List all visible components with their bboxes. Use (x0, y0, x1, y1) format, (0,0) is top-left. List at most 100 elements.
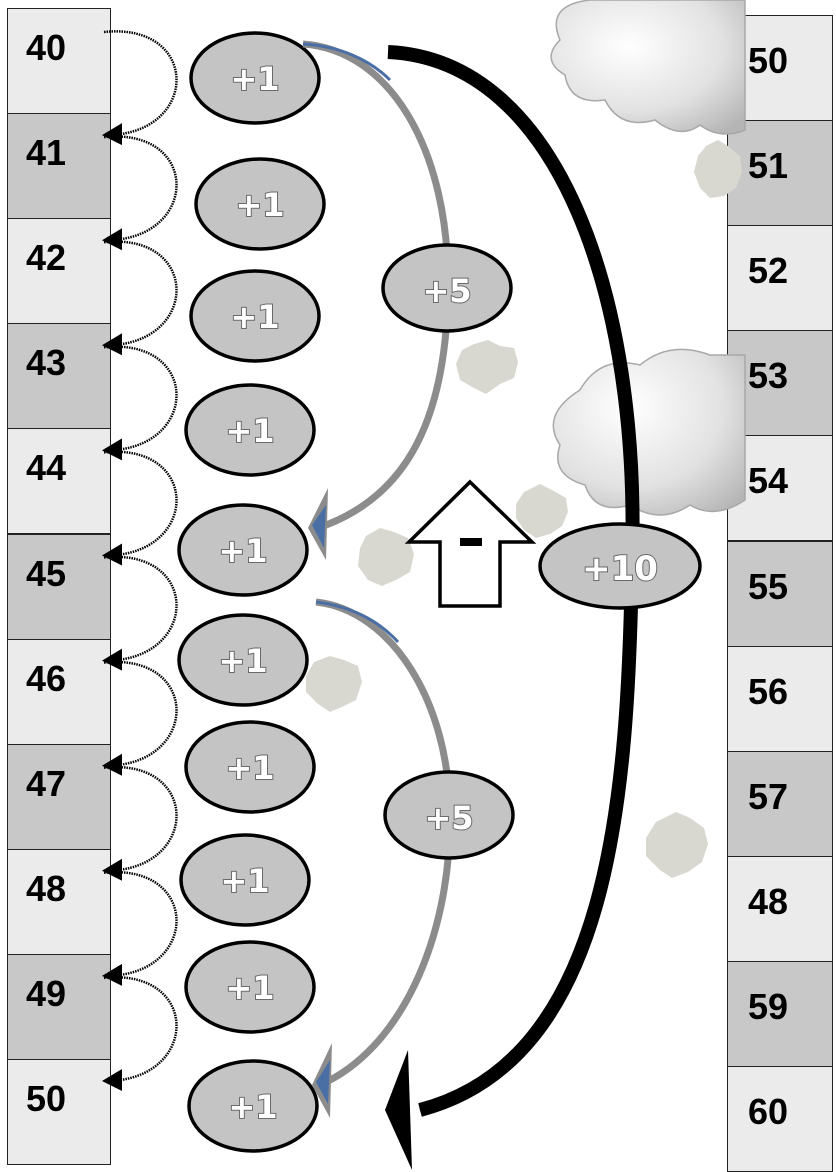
plus-one-oval: +1 (177, 613, 309, 707)
plus-one-arc (103, 660, 178, 767)
plus-one-label: +1 (225, 749, 274, 787)
plus-one-arrowhead (102, 753, 122, 776)
plus-one-arc (103, 976, 178, 1083)
plus-one-arrowhead (102, 333, 122, 356)
blob (694, 140, 742, 198)
right-number-number: 51 (748, 145, 789, 187)
right-number-number: 60 (748, 1091, 789, 1132)
left-number-number: 46 (26, 657, 67, 699)
left-number-number: 44 (26, 447, 67, 489)
right-number-number: 54 (748, 460, 789, 502)
plus-ten-arrowhead (385, 1050, 412, 1170)
right-number-number: 48 (748, 880, 789, 922)
left-number-cell: 49 (7, 953, 111, 1060)
blob (456, 340, 518, 394)
plus-five-oval-lower: +5 (383, 770, 515, 860)
left-number-number: 42 (26, 237, 67, 279)
plus-one-label: +1 (220, 862, 269, 900)
plus-one-arc (103, 240, 178, 347)
plus-one-arc (103, 135, 178, 242)
plus-one-label: +1 (235, 186, 284, 224)
right-number-cell: 55 (727, 540, 833, 647)
plus-ten-oval: +10 (538, 522, 702, 610)
blob (358, 528, 414, 586)
plus-ten-label: +10 (582, 549, 658, 589)
plus-five-arrowhead-upper-tint (312, 505, 326, 548)
left-number-number: 48 (26, 867, 67, 909)
plus-one-oval: +1 (189, 31, 321, 125)
plus-one-oval: +1 (179, 833, 311, 927)
plus-one-arc (103, 450, 178, 557)
left-number-number: 47 (26, 762, 67, 804)
right-number-cell: 56 (727, 645, 833, 752)
left-number-number: 40 (26, 27, 67, 68)
plus-one-oval: +1 (187, 1059, 319, 1153)
right-number-cell: 52 (727, 225, 833, 332)
plus-one-arrowhead (102, 1069, 122, 1091)
blob (516, 484, 568, 538)
plus-one-oval: +1 (184, 940, 316, 1034)
left-number-cell: 40 (7, 8, 111, 115)
plus-one-oval: +1 (194, 157, 326, 251)
left-number-cell: 42 (7, 218, 111, 325)
plus-one-oval-shape (189, 269, 321, 363)
plus-one-arrowhead (102, 648, 122, 671)
up-arrow-icon (404, 479, 537, 608)
right-number-cell: 59 (727, 960, 833, 1067)
left-number-column: 40 41 42 43 44 45 46 47 48 49 50 (7, 8, 111, 1166)
left-number-number: 45 (26, 552, 67, 594)
left-number-number: 49 (26, 972, 67, 1014)
cloud-middle (552, 348, 746, 516)
right-number-number: 50 (748, 40, 789, 81)
right-number-cell: 57 (727, 750, 833, 857)
plus-five-arc-upper-tint (302, 42, 392, 82)
plus-one-arrowhead (102, 228, 122, 251)
right-number-number: 59 (748, 985, 789, 1027)
plus-one-label: +1 (228, 1088, 277, 1126)
right-number-number: 53 (748, 355, 789, 397)
plus-one-arc (103, 30, 178, 137)
right-number-number: 52 (748, 250, 789, 292)
plus-one-arcs (102, 30, 178, 1091)
left-number-cell: 45 (7, 533, 111, 640)
plus-one-label: +1 (230, 298, 279, 336)
plus-one-label: +1 (225, 412, 274, 450)
right-number-number: 56 (748, 670, 789, 712)
plus-five-arc-lower-tint (315, 600, 400, 644)
right-number-cell: 60 (727, 1066, 833, 1172)
left-number-number: 50 (26, 1078, 67, 1119)
plus-five-label: +5 (422, 272, 471, 310)
plus-one-label: +1 (218, 532, 267, 570)
plus-one-oval-shape (184, 940, 316, 1034)
plus-one-oval-shape (189, 31, 321, 125)
plus-one-ovals: +1 +1 +1 +1 +1 +1 +1 +1 +1 +1 (177, 31, 326, 1153)
cloud-top (550, 0, 746, 135)
plus-one-oval-shape (194, 157, 326, 251)
plus-one-arc (103, 555, 178, 662)
plus-one-label: +1 (230, 60, 279, 98)
plus-one-oval: +1 (189, 269, 321, 363)
plus-one-arrowhead (102, 543, 122, 566)
plus-one-arrowhead (102, 858, 122, 881)
plus-one-label: +1 (218, 642, 267, 680)
right-number-number: 55 (748, 565, 789, 607)
left-number-cell: 50 (7, 1059, 111, 1166)
right-number-cell: 51 (727, 120, 833, 227)
plus-five-label: +5 (424, 799, 473, 837)
left-number-cell: 43 (7, 323, 111, 430)
right-number-cell: 48 (727, 855, 833, 962)
left-number-cell: 48 (7, 848, 111, 955)
plus-one-oval-shape (177, 503, 309, 597)
blob (306, 656, 362, 712)
plus-one-label: +1 (225, 969, 274, 1007)
blob (646, 812, 708, 878)
left-number-number: 43 (26, 342, 67, 384)
plus-one-arrowhead (102, 963, 122, 986)
plus-one-oval-shape (177, 613, 309, 707)
left-number-number: 41 (26, 132, 67, 174)
plus-five-arrowhead-lower-tint (316, 1060, 330, 1104)
plus-one-oval: +1 (184, 720, 316, 814)
left-number-cell: 47 (7, 743, 111, 850)
left-number-cell: 46 (7, 638, 111, 745)
plus-one-arc (103, 870, 178, 978)
